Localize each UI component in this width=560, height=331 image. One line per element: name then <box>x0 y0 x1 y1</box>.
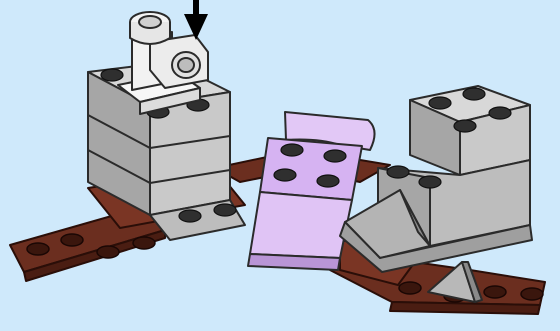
arrow-down-icon <box>184 0 208 40</box>
